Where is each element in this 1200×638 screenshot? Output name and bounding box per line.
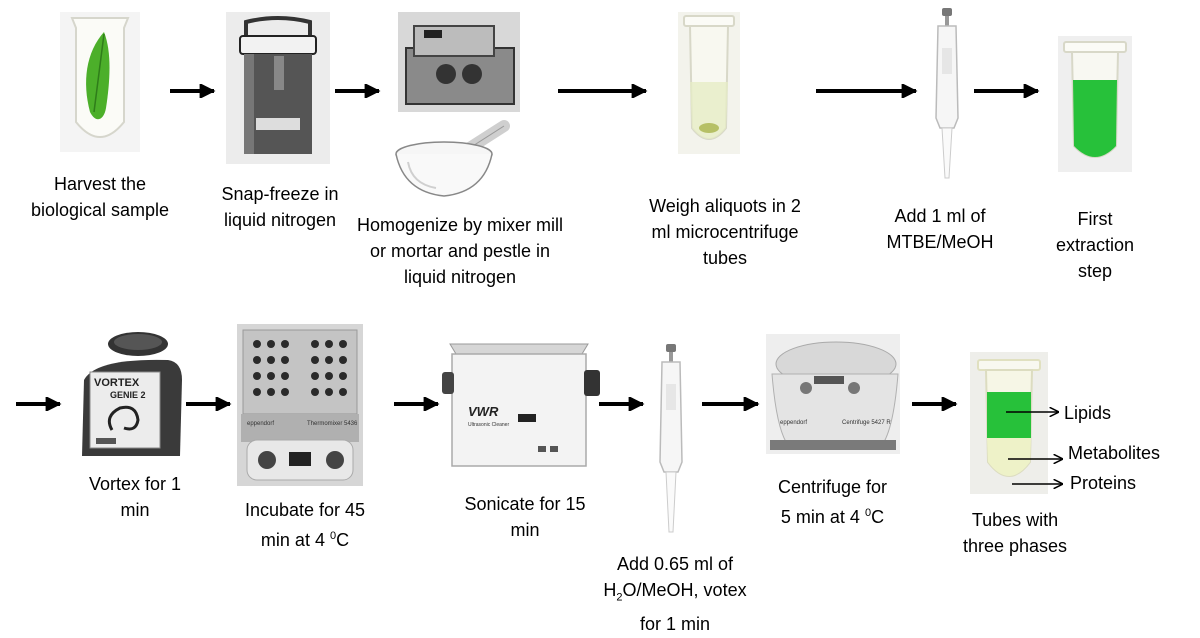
- arrow-10: [702, 397, 760, 411]
- arrow-3: [558, 84, 648, 98]
- sonicate-label: Sonicate for 15 min: [464, 494, 586, 540]
- lipids-label: Lipids: [1064, 403, 1112, 423]
- pipette-image-2: [659, 344, 683, 533]
- arrow-5: [974, 84, 1040, 98]
- aliquot-tube-image: [678, 12, 740, 154]
- vortex-brand-text: VORTEX: [94, 377, 140, 389]
- arrow-8: [394, 397, 440, 411]
- thermomixer-incubator-image: eppendorf Thermomixer 5436: [237, 324, 363, 486]
- mortar-and-pestle-image: [395, 120, 510, 197]
- snap-freeze-label: Snap-freeze in liquid nitrogen: [221, 184, 339, 230]
- lipids-pointer-arrow: [1006, 404, 1062, 420]
- green-extraction-tube-image: [1058, 36, 1132, 172]
- add-mtbe-label: Add 1 ml of MTBE/MeOH: [886, 206, 994, 252]
- arrow-2: [335, 84, 381, 98]
- incubate-label: Incubate for 45 min at 4 0C: [244, 500, 366, 550]
- arrow-11: [912, 397, 958, 411]
- sonicator-brand-text: VWR: [468, 404, 499, 419]
- arrow-4: [816, 84, 918, 98]
- vortex-label: Vortex for 1 min: [88, 474, 182, 520]
- pipette-image-1: [935, 8, 959, 179]
- ultrasonic-cleaner-image: VWR Ultrasonic Cleaner: [442, 343, 600, 467]
- mixer-mill-image: [398, 12, 520, 112]
- tubes-label: Tubes with three phases: [962, 510, 1068, 556]
- vortex-sub-text: GENIE 2: [110, 390, 146, 400]
- centrifuge-label: Centrifuge for 5 min at 4 0C: [777, 477, 888, 527]
- arrow-1: [170, 84, 216, 98]
- vortex-mixer-image: VORTEX GENIE 2: [82, 332, 182, 456]
- arrow-7: [186, 397, 232, 411]
- add-water-label: Add 0.65 ml of H2O/MeOH, votex for 1 min: [603, 554, 747, 634]
- liquid-nitrogen-dewar-image: [226, 12, 330, 164]
- tube-with-leaf-image: [60, 12, 140, 152]
- centrifuge-model-text: Centrifuge 5427 R: [842, 420, 891, 426]
- arrow-6: [16, 397, 62, 411]
- centrifuge-image: eppendorf Centrifuge 5427 R: [766, 334, 900, 454]
- metabolites-pointer-arrow: [1008, 451, 1066, 467]
- incubator-model-text: Thermomixer 5436: [307, 421, 358, 427]
- centrifuge-brand-text: eppendorf: [780, 420, 807, 426]
- incubator-brand-text: eppendorf: [247, 421, 274, 427]
- arrow-9: [599, 397, 645, 411]
- first-extraction-label: First extraction step: [1055, 209, 1135, 281]
- harvest-label: Harvest the biological sample: [30, 174, 170, 220]
- proteins-pointer-arrow: [1012, 476, 1066, 492]
- sonicator-model-text: Ultrasonic Cleaner: [468, 422, 509, 428]
- proteins-label: Proteins: [1070, 473, 1137, 493]
- three-phase-tube-image: [970, 352, 1048, 494]
- weigh-label: Weigh aliquots in 2 ml microcentrifuge t…: [649, 196, 801, 268]
- metabolites-label: Metabolites: [1068, 443, 1161, 463]
- homogenize-label: Homogenize by mixer mill or mortar and p…: [356, 215, 564, 287]
